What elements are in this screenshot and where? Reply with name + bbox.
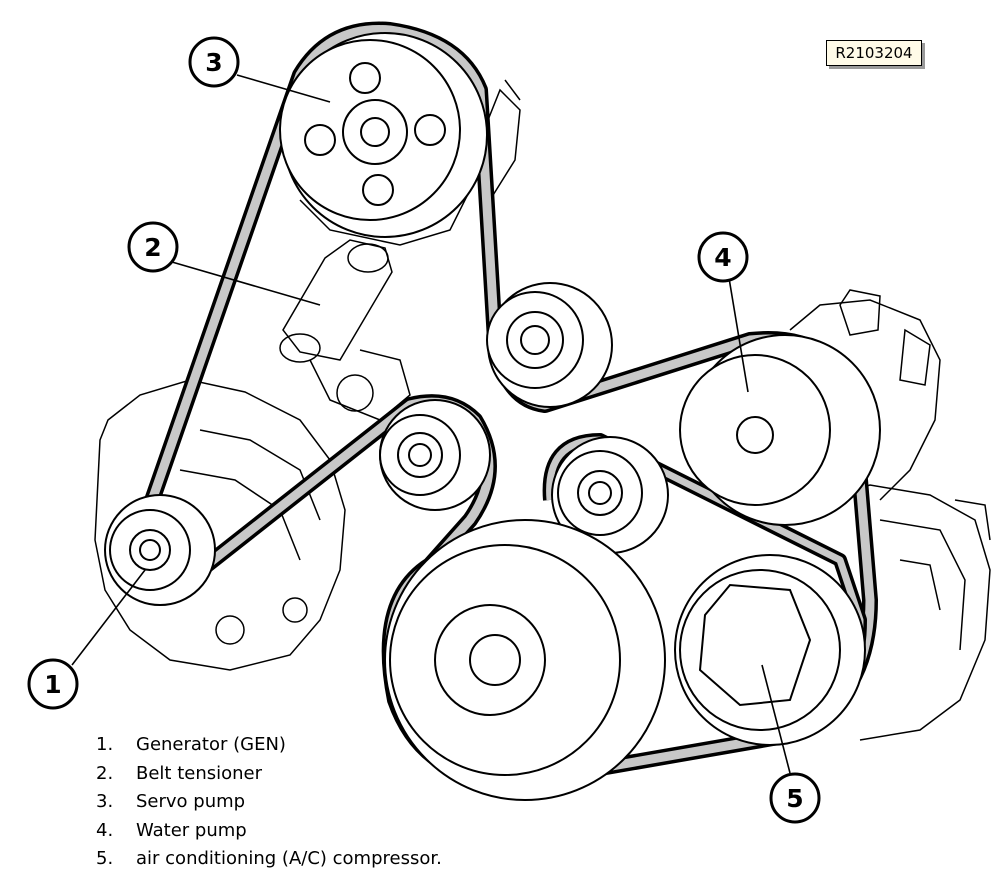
ac-compressor-pulley [674, 554, 866, 746]
legend-number: 1. [96, 734, 114, 755]
legend-item: 2. Belt tensioner [96, 760, 442, 789]
legend-label: Belt tensioner [136, 762, 263, 784]
legend-number: 5. [96, 848, 114, 869]
callout-3: 3 [188, 36, 240, 88]
legend-label: Servo pump [136, 791, 246, 812]
callout-2: 2 [127, 221, 179, 273]
legend-item: 1. Generator (GEN) [96, 731, 442, 760]
callout-5: 5 [769, 772, 821, 824]
callout-4: 4 [697, 231, 749, 283]
legend-item: 3. Servo pump [96, 788, 442, 817]
reference-code-label: R2103204 [826, 40, 922, 66]
svg-text:1: 1 [44, 670, 61, 699]
legend-number: 2. [96, 762, 114, 784]
legend-item: 5. air conditioning (A/C) compressor. [96, 845, 442, 874]
svg-text:3: 3 [205, 48, 222, 77]
svg-text:5: 5 [786, 784, 803, 813]
legend-list: 1. Generator (GEN) 2. Belt tensioner 3. Ser… [96, 731, 442, 874]
svg-text:2: 2 [144, 233, 161, 262]
legend-label: Water pump [136, 819, 247, 841]
legend-item: 4. Water pump [96, 817, 442, 846]
servo-pump-pulley [279, 32, 488, 238]
crankshaft-pulley [384, 519, 666, 801]
upper-idler-pulley [486, 282, 613, 408]
water-pump-pulley [679, 334, 881, 526]
legend-label: air conditioning (A/C) compressor. [136, 848, 442, 869]
legend-number: 3. [96, 791, 114, 812]
callout-1: 1 [27, 658, 79, 710]
legend-label: Generator (GEN) [136, 734, 286, 755]
pulleys [104, 32, 881, 801]
lower-idler-pulley [551, 436, 669, 554]
legend-number: 4. [96, 819, 114, 841]
generator-pulley [104, 494, 216, 606]
tensioner-pulley [379, 399, 491, 511]
svg-text:4: 4 [714, 243, 731, 272]
leader-lines [71, 74, 791, 774]
